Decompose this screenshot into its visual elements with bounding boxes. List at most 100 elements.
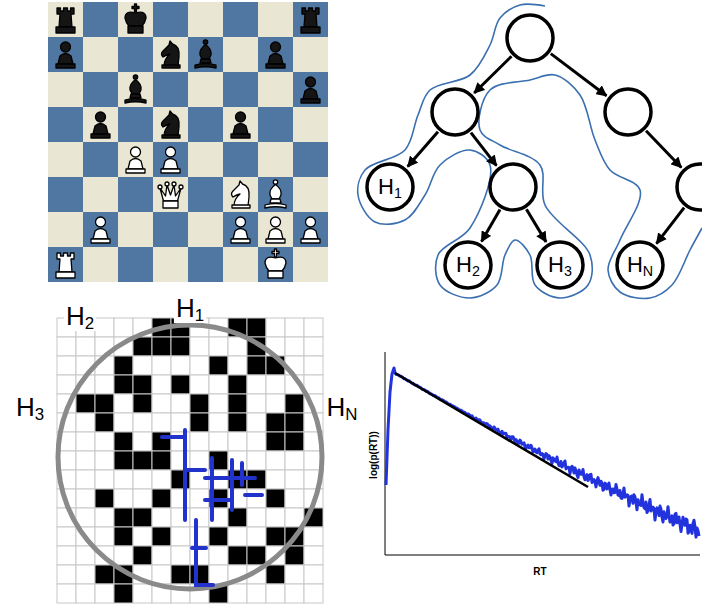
piece-shape [236, 112, 246, 122]
node-outline [488, 162, 538, 212]
board-square [48, 177, 83, 212]
maze-cell [285, 432, 304, 451]
board-square [258, 37, 293, 72]
board-square [83, 212, 118, 247]
maze-cell [95, 470, 114, 489]
chess-piece [301, 8, 320, 33]
maze-cell [266, 318, 285, 337]
maze-cell [171, 356, 190, 375]
board-square [48, 107, 83, 142]
x-axis [385, 555, 700, 556]
maze-cell [57, 356, 76, 375]
node-outline [675, 162, 702, 212]
board-square [293, 2, 328, 37]
maze-cell [209, 432, 228, 451]
maze-cell [171, 527, 190, 546]
maze-cell [171, 451, 190, 470]
maze-cell [266, 375, 285, 394]
maze-cell [76, 470, 95, 489]
maze-cell [304, 584, 323, 603]
piece-shape [236, 217, 246, 227]
piece-shape [93, 229, 108, 240]
board-square [153, 142, 188, 177]
node-circle [432, 89, 478, 135]
piece-shape [166, 147, 176, 157]
maze-cell [133, 508, 152, 527]
piece-shape [172, 182, 176, 186]
node-circle [367, 164, 413, 210]
text-label: HN [325, 393, 360, 422]
maze-cell [114, 546, 133, 565]
maze-cell [209, 356, 228, 375]
subscript: N [345, 405, 357, 424]
board-square [293, 142, 328, 177]
maze-cell [133, 584, 152, 603]
maze-cell [95, 527, 114, 546]
board-square [153, 2, 188, 37]
tree-edge [408, 132, 438, 167]
maze-cell [114, 451, 133, 470]
board-square [153, 37, 188, 72]
piece-shape [306, 77, 316, 87]
maze-cell [285, 394, 304, 413]
text-label: log(p(RT)) [368, 431, 379, 479]
board-square [83, 107, 118, 142]
chess-piece [161, 147, 180, 173]
board-square [188, 37, 223, 72]
maze-cell [190, 337, 209, 356]
board-square [48, 142, 83, 177]
piece-shape [163, 201, 178, 208]
board-square [223, 2, 258, 37]
board-square [83, 2, 118, 37]
maze-cell [152, 470, 171, 489]
maze-cell [57, 546, 76, 565]
maze-cell [171, 413, 190, 432]
chess-piece [56, 8, 75, 33]
maze-cell [133, 451, 152, 470]
tree-node [488, 162, 538, 212]
tree-node [430, 87, 480, 137]
piece-shape [233, 229, 248, 240]
maze-cell [304, 318, 323, 337]
maze-cell [114, 508, 133, 527]
maze-cell [247, 546, 266, 565]
maze-cell [152, 337, 171, 356]
piece-shape [160, 185, 181, 201]
maze-cell [133, 394, 152, 413]
tree-node: H3 [535, 240, 585, 290]
maze-cell [152, 527, 171, 546]
maze-cell [304, 356, 323, 375]
maze-cell [76, 432, 95, 451]
maze-cell [285, 489, 304, 508]
maze-cell [171, 337, 190, 356]
maze-cell [95, 432, 114, 451]
maze-cell [228, 584, 247, 603]
piece-shape [232, 205, 250, 208]
maze-cell [228, 432, 247, 451]
maze-grid [57, 318, 323, 603]
board-square [48, 212, 83, 247]
node-label: H1 [378, 176, 402, 198]
tree-node: HN [615, 240, 665, 290]
chess-piece [162, 111, 181, 138]
board-square [48, 2, 83, 37]
maze-cell [285, 413, 304, 432]
node-outline [603, 87, 653, 137]
maze-cell [95, 451, 114, 470]
chess-piece [266, 42, 285, 68]
board-square [118, 2, 153, 37]
maze-cell [57, 337, 76, 356]
subscript: 3 [564, 263, 572, 279]
piece-shape [200, 45, 211, 60]
node-circle [507, 15, 553, 61]
piece-shape [56, 272, 75, 278]
tree-edge [646, 131, 681, 168]
maze-cell [209, 565, 228, 584]
maze-cell [247, 413, 266, 432]
piece-shape [56, 27, 75, 33]
chess-board [48, 2, 328, 282]
maze-cell [228, 546, 247, 565]
maze-cell [266, 432, 285, 451]
maze-cell [209, 546, 228, 565]
maze-cell [266, 489, 285, 508]
